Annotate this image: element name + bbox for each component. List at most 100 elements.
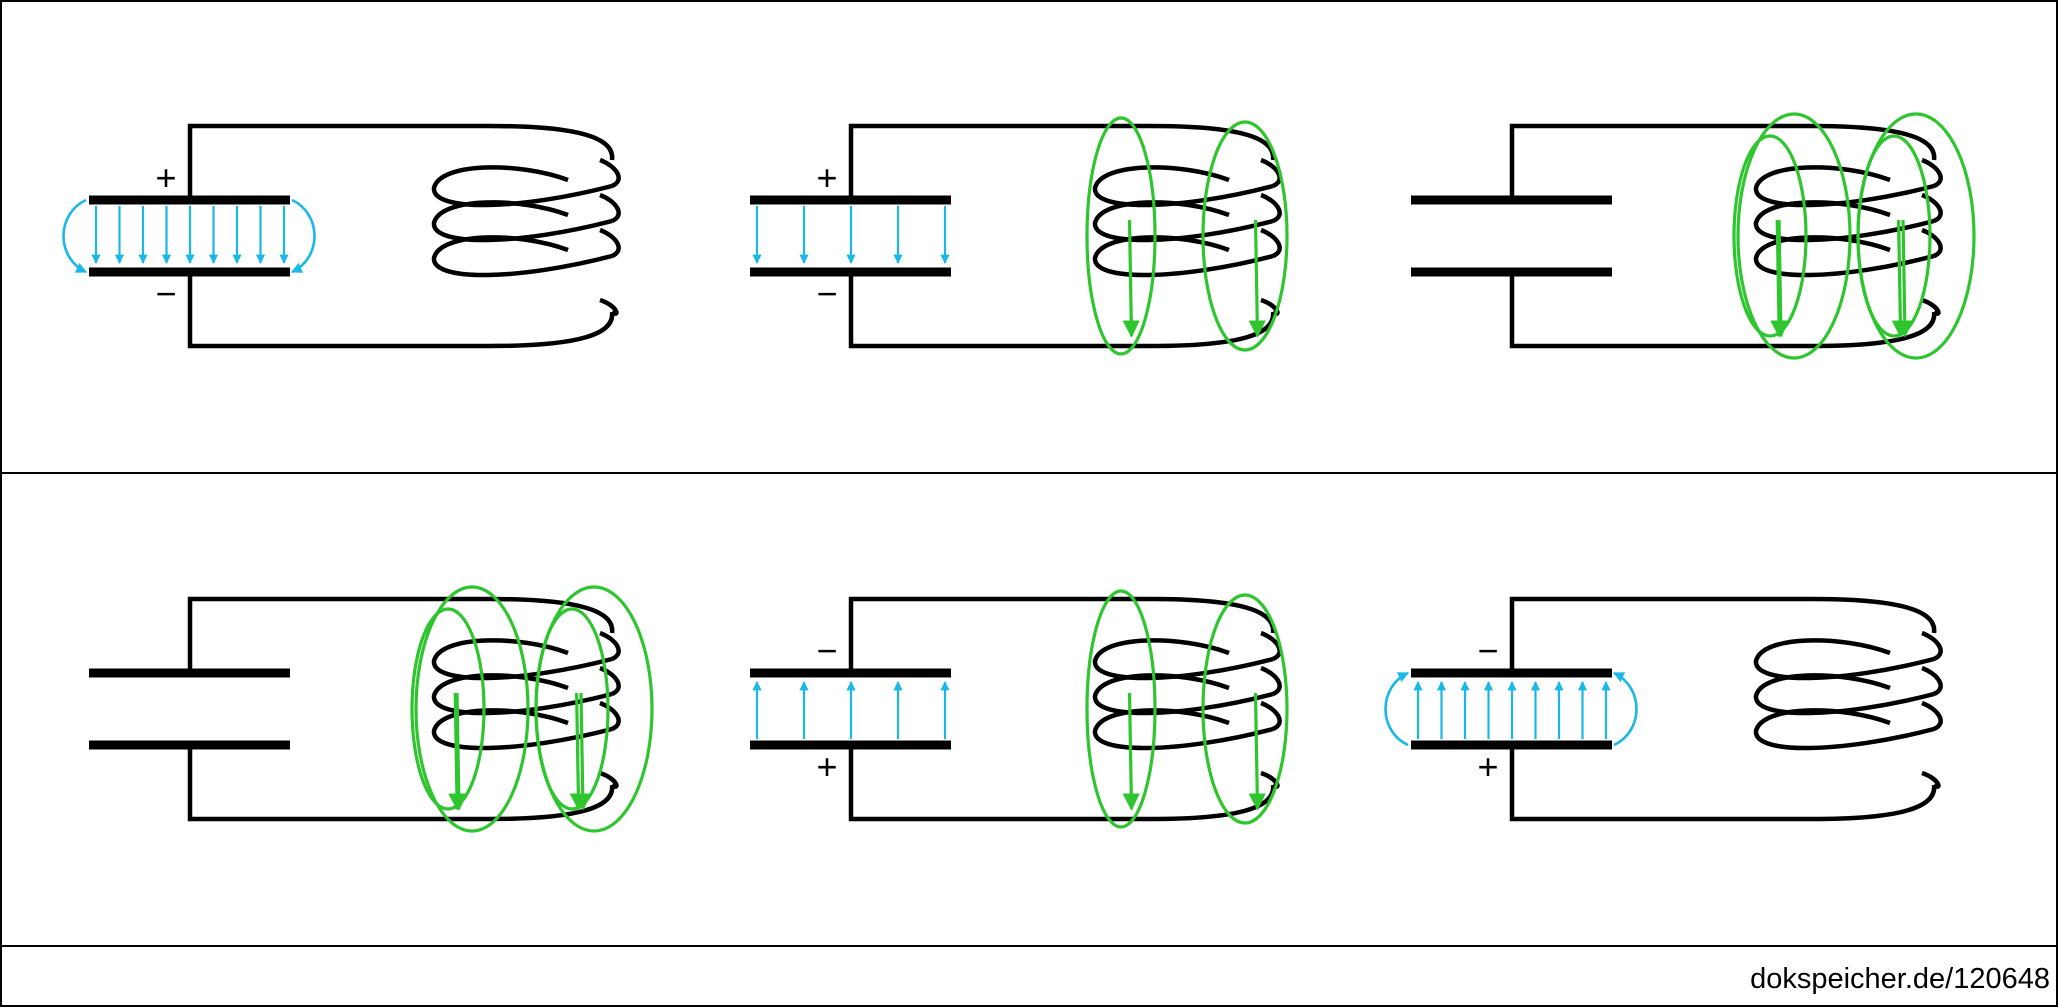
coil-loop-back	[1260, 192, 1282, 224]
inductor-coil	[1753, 630, 1943, 789]
magnetic-field-loop	[1201, 593, 1289, 825]
magnetic-field-arrow	[1248, 219, 1266, 338]
bottom-plate-sign: −	[155, 273, 176, 314]
coil-loop-front	[1753, 165, 1935, 208]
coil-loop-front	[1753, 200, 1935, 243]
magnetic-field-loop	[414, 585, 530, 833]
stage-1: +−	[62, 123, 621, 349]
fringe-field-right	[1613, 671, 1638, 747]
magnetic-field-arrow	[569, 692, 587, 811]
coil-loop-front	[1092, 165, 1274, 208]
coil-loop-back	[1921, 192, 1943, 224]
coil-loop-front	[1753, 638, 1935, 681]
magnetic-field-loop	[1085, 589, 1157, 829]
coil-loop-back	[599, 192, 621, 224]
circuit-wire	[1509, 123, 1937, 349]
magnetic-field	[410, 585, 654, 833]
magnetic-field-loop	[1201, 120, 1289, 352]
circuit-wire	[1509, 596, 1937, 822]
coil-loop-front	[1092, 200, 1274, 243]
coil-loop-back	[1921, 630, 1943, 662]
magnetic-field-arrow	[1122, 692, 1140, 811]
bottom-plate-sign: +	[816, 746, 837, 787]
inductor-coil	[1092, 157, 1282, 316]
stage-2: +−	[750, 116, 1289, 356]
top-plate-sign: +	[155, 157, 176, 198]
coil-loop-front	[431, 708, 613, 751]
stages: +−+−−+−+	[62, 112, 1976, 833]
magnetic-field-arrow	[448, 692, 466, 811]
coil-loop-back	[1921, 700, 1943, 732]
coil-end	[599, 770, 619, 789]
coil-loop-back	[599, 665, 621, 697]
coil-loop-front	[431, 235, 613, 278]
magnetic-field-arrow	[574, 692, 592, 811]
inductor-coil	[431, 630, 621, 789]
coil-loop-front	[1092, 638, 1274, 681]
electric-field	[752, 681, 950, 739]
magnetic-field-arrow	[1122, 219, 1140, 338]
magnetic-field-arrow	[1896, 219, 1914, 338]
inductor-coil	[1753, 157, 1943, 316]
coil-loop-front	[431, 200, 613, 243]
magnetic-field-loop	[1732, 134, 1808, 338]
coil-loop-front	[1753, 235, 1935, 278]
coil-loop-back	[1921, 227, 1943, 259]
coil-loop-back	[599, 700, 621, 732]
stage-4	[89, 585, 654, 833]
stage-5: −+	[750, 589, 1289, 829]
magnetic-field-arrow	[1772, 219, 1790, 338]
electric-field	[1384, 671, 1638, 747]
electric-field	[62, 198, 316, 274]
magnetic-field-arrow	[1891, 219, 1909, 338]
top-plate-sign: −	[816, 630, 837, 671]
magnetic-field	[1085, 116, 1289, 356]
magnetic-field-loop	[534, 585, 654, 833]
stage-6: −+	[1384, 596, 1943, 822]
top-plate-sign: +	[816, 157, 837, 198]
coil-loop-front	[431, 673, 613, 716]
coil-loop-back	[1260, 700, 1282, 732]
credit-label: dokspeicher.de/120648	[1750, 963, 2050, 995]
magnetic-field-arrow	[1248, 692, 1266, 811]
fringe-field-right	[291, 198, 316, 274]
stage-3	[1411, 112, 1976, 360]
inductor-coil	[1092, 630, 1282, 789]
magnetic-field-loop	[1856, 112, 1976, 360]
coil-loop-front	[1753, 673, 1935, 716]
coil-end	[1921, 297, 1941, 316]
coil-loop-back	[599, 227, 621, 259]
coil-loop-back	[1260, 157, 1282, 189]
fringe-field-left	[1384, 671, 1409, 747]
coil-loop-back	[599, 157, 621, 189]
magnetic-field-loop	[410, 607, 486, 811]
magnetic-field	[1085, 589, 1289, 829]
magnetic-field-arrow	[1770, 219, 1788, 338]
magnetic-field-arrow	[450, 692, 468, 811]
bottom-plate-sign: +	[1477, 746, 1498, 787]
magnetic-field-loop	[1085, 116, 1157, 356]
coil-loop-back	[599, 630, 621, 662]
coil-loop-back	[1260, 630, 1282, 662]
coil-loop-front	[431, 638, 613, 681]
coil-loop-front	[1092, 673, 1274, 716]
top-plate-sign: −	[1477, 630, 1498, 671]
magnetic-field	[1732, 112, 1976, 360]
electric-field	[752, 206, 950, 264]
coil-loop-back	[1260, 665, 1282, 697]
fringe-field-left	[62, 198, 87, 274]
coil-end	[599, 297, 619, 316]
coil-loop-back	[1921, 665, 1943, 697]
coil-loop-front	[1092, 235, 1274, 278]
inductor-coil	[431, 157, 621, 316]
bottom-plate-sign: −	[816, 273, 837, 314]
coil-loop-front	[1753, 708, 1935, 751]
coil-loop-front	[1092, 708, 1274, 751]
coil-end	[1921, 770, 1941, 789]
coil-loop-back	[1260, 227, 1282, 259]
coil-loop-front	[431, 165, 613, 208]
magnetic-field-loop	[1736, 112, 1852, 360]
